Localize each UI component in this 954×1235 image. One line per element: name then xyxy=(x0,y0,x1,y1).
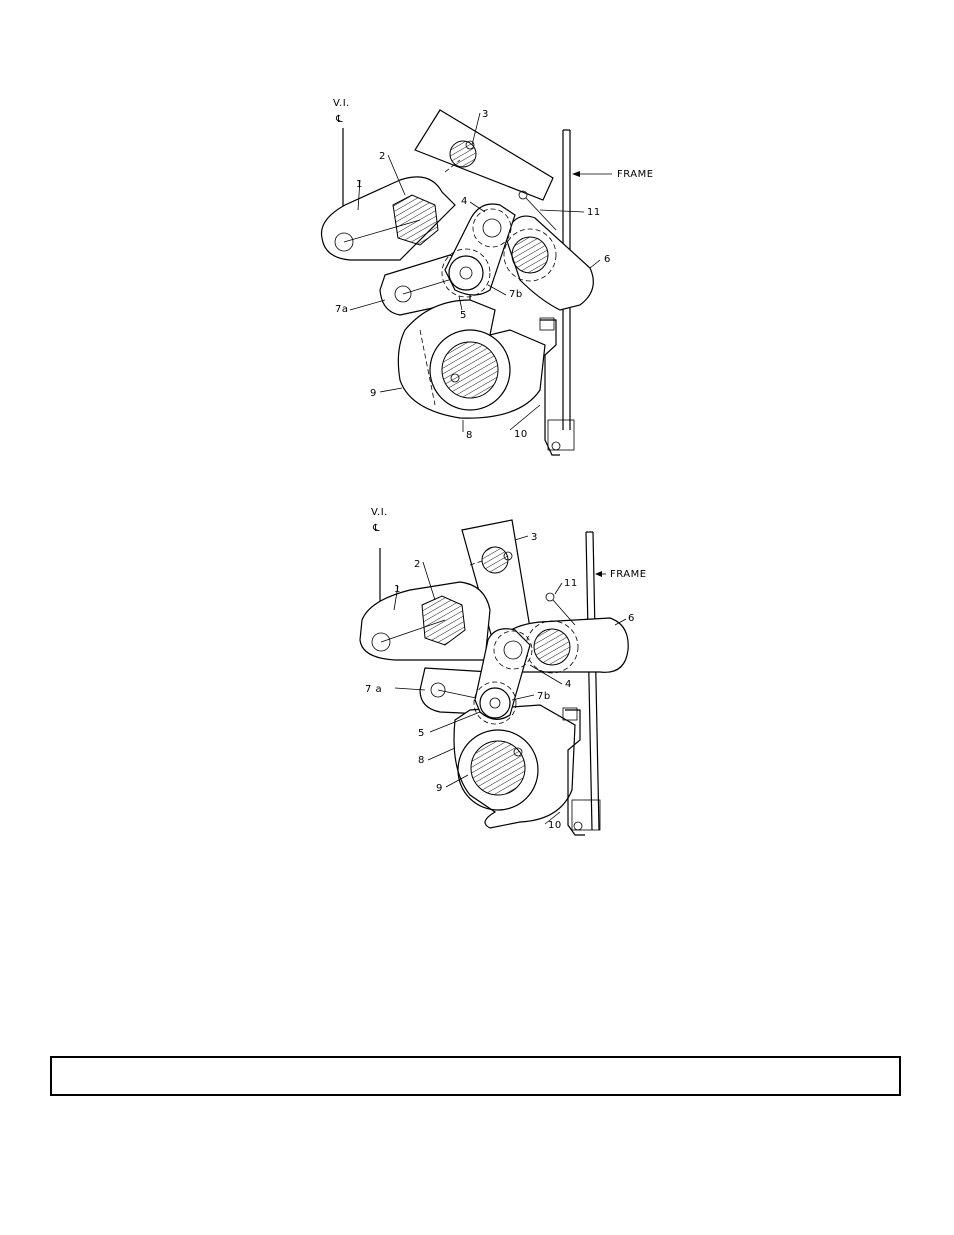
label-frame: FRAME xyxy=(617,169,654,180)
mechanism-diagram-bottom: V.I. ℄ FRAME 3 1 2 7 a 9 xyxy=(0,495,954,855)
part-9-cam xyxy=(454,705,575,828)
label-part-9: 9 xyxy=(370,388,377,399)
label-part-2: 2 xyxy=(379,151,386,162)
label-part-11: 11 xyxy=(564,578,578,589)
leader-11 xyxy=(555,583,562,594)
mechanism-drawing-top: V.I. ℄ FRAME 3 1 2 7a 9 xyxy=(0,80,954,480)
part-5-roller xyxy=(474,682,516,724)
label-part-7a: 7a xyxy=(335,304,349,315)
part-10-latch xyxy=(540,318,574,455)
frame xyxy=(586,532,599,830)
leader-3 xyxy=(515,536,528,540)
frame-arrow xyxy=(572,171,580,177)
mechanism-drawing-bottom: V.I. ℄ FRAME 3 1 2 7 a 9 xyxy=(0,495,954,855)
caption-text xyxy=(52,1058,899,1078)
label-part-11: 11 xyxy=(587,207,601,218)
leader-7a xyxy=(350,300,385,310)
label-centerline: ℄ xyxy=(372,523,380,534)
leader-6 xyxy=(590,260,600,268)
label-part-4: 4 xyxy=(565,679,572,690)
label-part-5: 5 xyxy=(460,310,467,321)
label-part-6: 6 xyxy=(604,254,611,265)
label-centerline: ℄ xyxy=(335,114,343,125)
label-part-3: 3 xyxy=(531,532,538,543)
label-part-3: 3 xyxy=(482,109,489,120)
part-9-cam xyxy=(398,300,545,418)
label-part-7b: 7b xyxy=(509,289,523,300)
label-part-7a: 7 a xyxy=(365,684,382,695)
label-part-7b: 7b xyxy=(537,691,551,702)
label-part-10: 10 xyxy=(548,820,562,831)
label-vi: V.I. xyxy=(371,507,388,518)
label-part-8: 8 xyxy=(466,430,473,441)
label-part-10: 10 xyxy=(514,429,528,440)
leader-11 xyxy=(540,210,584,212)
part-11-pin xyxy=(546,593,575,625)
label-part-2: 2 xyxy=(414,559,421,570)
label-part-6: 6 xyxy=(628,613,635,624)
mechanism-diagram-top: V.I. ℄ FRAME 3 1 2 7a 9 xyxy=(0,80,954,480)
leader-7b xyxy=(488,285,506,295)
label-frame: FRAME xyxy=(610,569,647,580)
frame-arrow xyxy=(595,571,602,577)
label-part-9: 9 xyxy=(436,783,443,794)
caption-box xyxy=(50,1056,901,1096)
label-vi: V.I. xyxy=(333,98,350,109)
leader-9 xyxy=(380,388,402,392)
label-part-8: 8 xyxy=(418,755,425,766)
label-part-5: 5 xyxy=(418,728,425,739)
label-part-4: 4 xyxy=(461,196,468,207)
part-1-plate xyxy=(321,177,455,260)
leader-8 xyxy=(428,748,455,760)
